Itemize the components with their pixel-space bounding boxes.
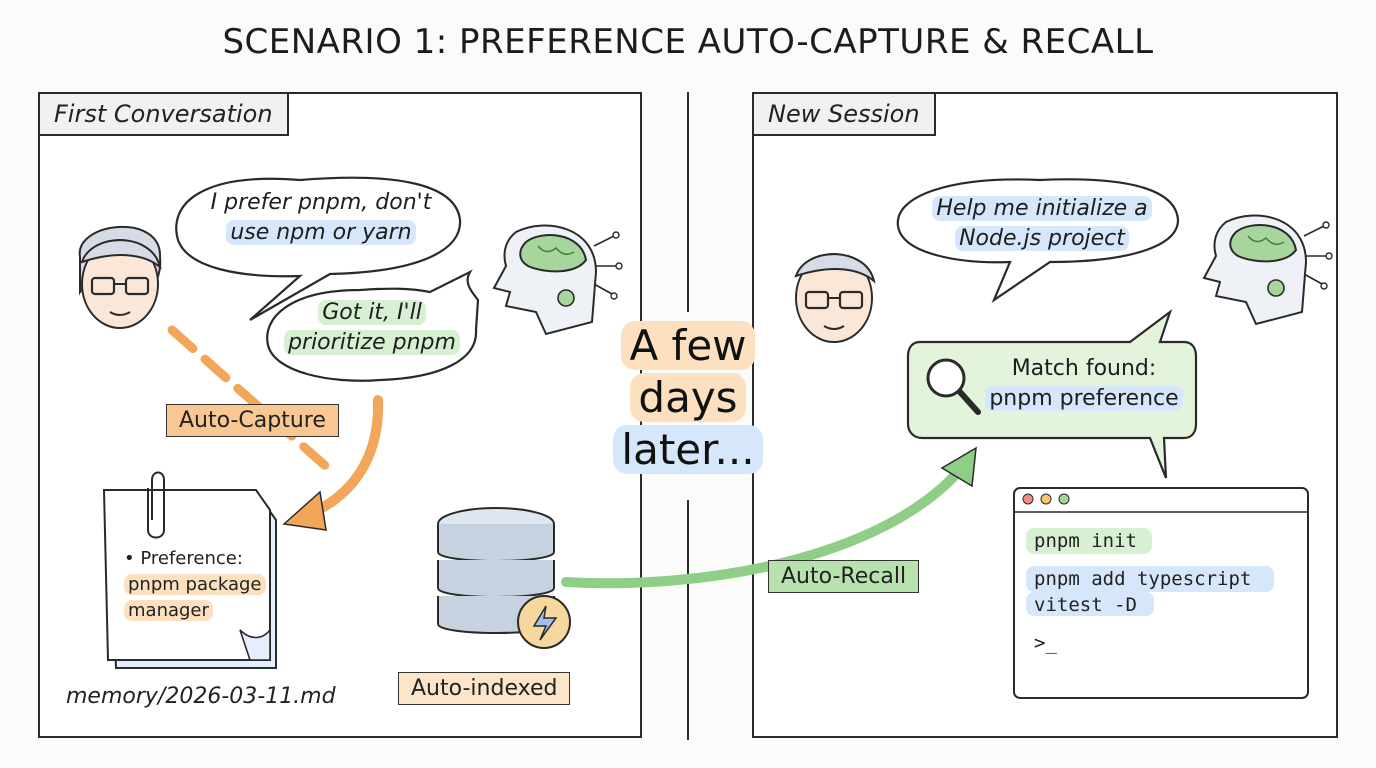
diagram-title: SCENARIO 1: PREFERENCE AUTO-CAPTURE & RE…	[222, 22, 1154, 62]
note-line-3: manager	[124, 598, 266, 624]
match-found-text: Match found: pnpm preference	[984, 354, 1184, 414]
database-icon	[437, 507, 571, 649]
terminal-prompt[interactable]: >_	[1034, 632, 1057, 654]
later-line-2: days	[598, 372, 778, 424]
auto-recall-label: Auto-Recall	[768, 560, 920, 593]
terminal-minimize-dot	[1040, 493, 1052, 505]
ai-reply-line-2: prioritize pnpm	[272, 328, 472, 358]
auto-indexed-label: Auto-indexed	[398, 672, 571, 705]
memory-note-content: • Preference: pnpm package manager	[124, 546, 266, 624]
user-message-right-line-2: Node.js project	[912, 224, 1172, 254]
note-line-2: pnpm package	[124, 572, 266, 598]
later-line-3: later...	[598, 424, 778, 476]
divider-top	[687, 92, 689, 312]
terminal-line-1: pnpm init	[1034, 530, 1137, 552]
panel-tab-new-session: New Session	[752, 92, 936, 136]
terminal-close-dot	[1022, 493, 1034, 505]
user-avatar-icon	[794, 253, 876, 343]
terminal-line-2: pnpm add typescript	[1034, 568, 1252, 590]
ai-reply-line-1: Got it, I'll	[272, 298, 472, 328]
match-line-1: Match found:	[1011, 356, 1157, 381]
terminal-maximize-dot	[1058, 493, 1070, 505]
user-message-right: Help me initialize a Node.js project	[912, 194, 1172, 254]
divider-bottom	[687, 500, 689, 740]
terminal-window	[1013, 487, 1309, 699]
user-message-line-1: I prefer pnpm, don't	[210, 190, 432, 215]
auto-capture-label: Auto-Capture	[166, 404, 339, 437]
later-line-1: A few	[598, 320, 778, 372]
memory-file-name: memory/2026-03-11.md	[66, 684, 336, 709]
capture-dashed-line	[167, 325, 335, 475]
user-message-right-line-1: Help me initialize a	[912, 194, 1172, 224]
panel-tab-first-conversation: First Conversation	[38, 92, 289, 136]
user-speech-bubble-left	[175, 176, 462, 321]
capture-arrowhead	[282, 490, 327, 531]
user-message-left: I prefer pnpm, don't use npm or yarn	[186, 188, 456, 248]
ai-robot-icon	[1202, 214, 1333, 326]
ai-reply-left: Got it, I'll prioritize pnpm	[272, 298, 472, 358]
terminal-line-3: vitest -D	[1034, 594, 1137, 616]
ai-robot-icon	[492, 224, 623, 336]
user-message-line-2: use npm or yarn	[186, 218, 456, 248]
time-passage-text: A few days later...	[598, 320, 778, 476]
recall-arrowhead	[940, 446, 977, 488]
match-line-2: pnpm preference	[984, 384, 1184, 414]
note-line-1: • Preference:	[124, 548, 243, 569]
user-avatar-icon	[78, 226, 162, 329]
